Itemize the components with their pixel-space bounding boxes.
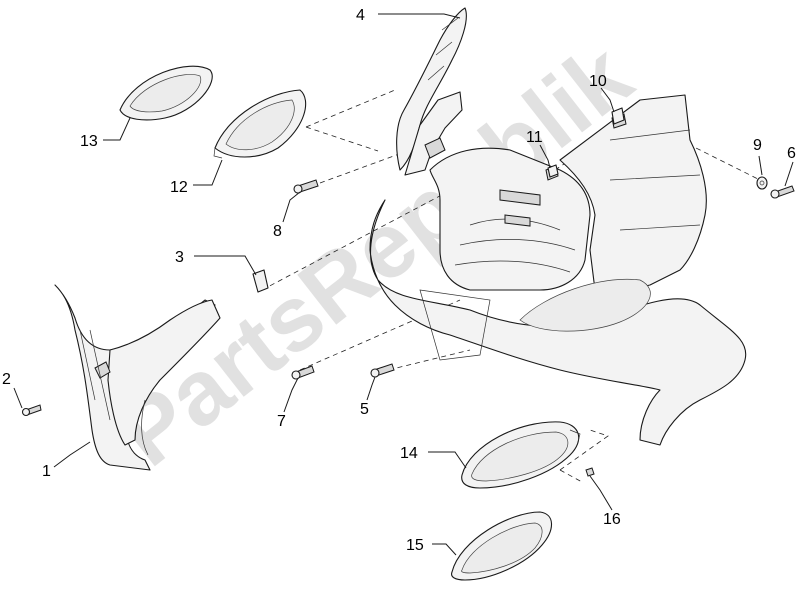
callout-6: 6 bbox=[787, 145, 796, 162]
callout-labels: 4 13 12 8 3 2 1 7 5 10 11 9 6 14 16 15 bbox=[2, 7, 796, 554]
callout-12: 12 bbox=[170, 179, 188, 196]
clip-part-11 bbox=[547, 164, 559, 178]
lens-part-15 bbox=[451, 511, 553, 581]
callout-10: 10 bbox=[589, 73, 607, 90]
screw-part-16 bbox=[585, 467, 595, 477]
lens-housing-part-12 bbox=[213, 89, 307, 159]
callout-15: 15 bbox=[406, 537, 424, 554]
callout-13: 13 bbox=[80, 133, 98, 150]
screw-part-6 bbox=[770, 185, 795, 199]
clip-part-10 bbox=[611, 107, 625, 125]
leader-lines bbox=[13, 13, 794, 556]
callout-1: 1 bbox=[42, 463, 51, 480]
callout-8: 8 bbox=[273, 223, 282, 240]
callout-7: 7 bbox=[277, 413, 286, 430]
front-inner-part-1 bbox=[54, 284, 221, 471]
callout-3: 3 bbox=[175, 249, 184, 266]
callout-5: 5 bbox=[360, 401, 369, 418]
callout-16: 16 bbox=[603, 511, 621, 528]
callout-9: 9 bbox=[753, 137, 762, 154]
body-panel-assembly bbox=[369, 94, 747, 446]
screw-part-5 bbox=[370, 363, 395, 378]
callout-4: 4 bbox=[356, 7, 365, 24]
washer-part-9 bbox=[756, 176, 768, 190]
lens-housing-part-14 bbox=[461, 421, 581, 489]
callout-11: 11 bbox=[526, 129, 543, 146]
clip-part-3 bbox=[252, 269, 269, 293]
callout-14: 14 bbox=[400, 445, 418, 462]
screw-part-8 bbox=[293, 179, 319, 194]
lens-part-13 bbox=[119, 65, 213, 121]
callout-2: 2 bbox=[2, 371, 11, 388]
front-shield-part-4 bbox=[396, 7, 467, 176]
screw-part-7 bbox=[291, 365, 315, 380]
screw-part-2 bbox=[21, 404, 42, 417]
